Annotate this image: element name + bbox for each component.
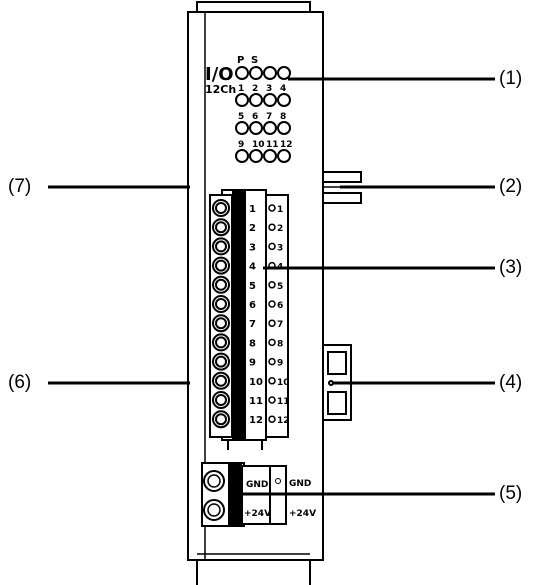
terminal-screw-inner-7 bbox=[215, 317, 227, 330]
callout-6: (6) bbox=[8, 372, 32, 393]
callout-1: (1) bbox=[499, 68, 523, 89]
channel-led-label-1: 1 bbox=[238, 84, 244, 94]
channel-count-label: 12Ch bbox=[205, 83, 236, 96]
terminal-led-label-7: 7 bbox=[277, 320, 283, 330]
terminal-screw-inner-8 bbox=[215, 336, 227, 349]
terminal-screw-inner-3 bbox=[215, 240, 227, 253]
terminal-led-label-5: 5 bbox=[277, 282, 283, 292]
terminal-number-1: 1 bbox=[249, 204, 256, 215]
power-24v-label: +24V bbox=[244, 509, 271, 519]
terminal-release-strip bbox=[232, 190, 246, 440]
terminal-led-1 bbox=[268, 204, 276, 212]
callout-7: (7) bbox=[8, 176, 32, 197]
terminal-led-7 bbox=[268, 319, 276, 327]
terminal-led-3 bbox=[268, 242, 276, 251]
callout-4: (4) bbox=[499, 372, 523, 393]
channel-led-9 bbox=[235, 149, 249, 163]
channel-led-7 bbox=[263, 121, 277, 135]
terminal-screw-inner-12 bbox=[215, 413, 227, 426]
terminal-number-2: 2 bbox=[249, 223, 256, 234]
channel-led-label-11: 11 bbox=[266, 140, 279, 150]
channel-led-12 bbox=[277, 149, 291, 163]
terminal-screw-inner-5 bbox=[215, 278, 227, 291]
terminal-led-label-3: 3 bbox=[277, 243, 283, 253]
terminal-led-8 bbox=[268, 338, 276, 347]
terminal-led-label-1: 1 bbox=[277, 205, 283, 215]
side-gnd-label: GND bbox=[289, 479, 311, 489]
channel-led-6 bbox=[249, 121, 263, 135]
channel-led-label-2: 2 bbox=[252, 84, 258, 94]
terminal-led-10 bbox=[268, 377, 276, 385]
led-top-row-1 bbox=[235, 66, 249, 80]
terminal-led-6 bbox=[268, 300, 276, 308]
leader-lines bbox=[48, 77, 495, 496]
terminal-number-4: 4 bbox=[249, 262, 256, 273]
terminal-screw-inner-6 bbox=[215, 298, 227, 310]
channel-led-label-6: 6 bbox=[252, 112, 258, 122]
terminal-screw-inner-9 bbox=[215, 355, 227, 368]
channel-led-label-3: 3 bbox=[266, 84, 272, 94]
channel-led-label-12: 12 bbox=[280, 140, 293, 150]
side-24v-label: +24V bbox=[289, 509, 316, 519]
terminal-number-5: 5 bbox=[249, 281, 256, 292]
terminal-led-label-12: 12 bbox=[277, 416, 290, 426]
callout-2: (2) bbox=[499, 176, 523, 197]
channel-led-5 bbox=[235, 121, 249, 135]
terminal-screw-inner-10 bbox=[215, 374, 227, 387]
terminal-number-6: 6 bbox=[249, 300, 256, 311]
terminal-number-3: 3 bbox=[249, 242, 256, 253]
terminal-led-2 bbox=[268, 223, 276, 231]
terminal-number-11: 11 bbox=[249, 396, 263, 407]
terminal-led-9 bbox=[268, 357, 276, 366]
terminal-led-label-8: 8 bbox=[277, 339, 283, 349]
channel-led-11 bbox=[263, 149, 277, 163]
terminal-led-label-10: 10 bbox=[277, 378, 290, 388]
terminal-number-12: 12 bbox=[249, 415, 263, 426]
terminal-number-7: 7 bbox=[249, 319, 256, 330]
channel-led-label-4: 4 bbox=[280, 84, 286, 94]
terminal-led-5 bbox=[268, 281, 276, 289]
terminal-number-8: 8 bbox=[249, 338, 256, 349]
terminal-led-label-9: 9 bbox=[277, 359, 283, 369]
terminal-screw-inner-1 bbox=[215, 202, 227, 214]
terminal-number-10: 10 bbox=[249, 377, 263, 388]
terminal-led-label-6: 6 bbox=[277, 301, 283, 311]
channel-led-1 bbox=[235, 93, 249, 107]
channel-led-8 bbox=[277, 121, 291, 135]
channel-led-4 bbox=[277, 93, 291, 107]
terminal-screw-inner-2 bbox=[215, 221, 227, 234]
led-top-row-4 bbox=[277, 66, 291, 80]
terminal-led-label-2: 2 bbox=[277, 224, 283, 234]
channel-led-label-10: 10 bbox=[252, 140, 265, 150]
terminal-screw-inner-4 bbox=[215, 259, 227, 272]
io-label: I/O bbox=[205, 64, 234, 85]
callout-3: (3) bbox=[499, 257, 523, 278]
terminal-led-label-11: 11 bbox=[277, 397, 290, 407]
led-header-s: S bbox=[251, 55, 258, 66]
callout-5: (5) bbox=[499, 483, 523, 504]
terminal-led-11 bbox=[268, 396, 276, 404]
terminal-led-12 bbox=[268, 415, 276, 423]
channel-led-2 bbox=[249, 93, 263, 107]
terminal-number-9: 9 bbox=[249, 358, 256, 369]
channel-led-label-7: 7 bbox=[266, 112, 272, 122]
led-top-row-3 bbox=[263, 66, 277, 80]
channel-led-label-8: 8 bbox=[280, 112, 286, 122]
power-gnd-label: GND bbox=[246, 480, 268, 490]
led-header-p: P bbox=[237, 55, 244, 66]
channel-led-10 bbox=[249, 149, 263, 163]
led-top-row-2 bbox=[249, 66, 263, 80]
terminal-screw-inner-11 bbox=[215, 394, 227, 406]
channel-led-label-9: 9 bbox=[238, 140, 244, 150]
channel-led-3 bbox=[263, 93, 277, 107]
channel-led-label-5: 5 bbox=[238, 112, 244, 122]
